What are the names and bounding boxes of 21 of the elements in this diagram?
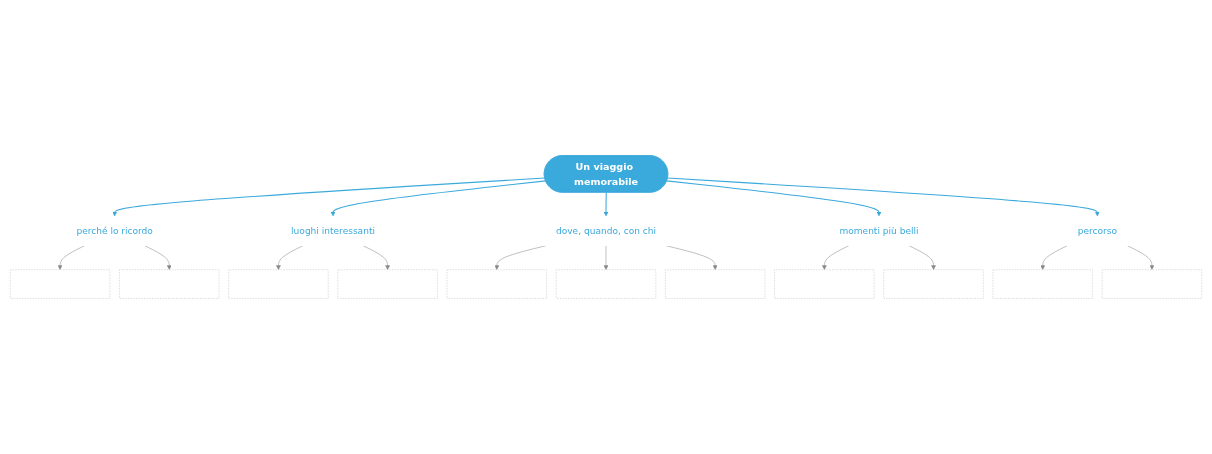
arrow (603, 192, 609, 217)
arrow (330, 180, 547, 217)
arrow (666, 180, 882, 217)
node-line (119, 269, 220, 299)
node-line (774, 269, 875, 299)
node-text: luoghi interessanti (291, 225, 375, 236)
node-line (992, 269, 1093, 299)
node-line (883, 269, 984, 299)
node-line (337, 269, 438, 299)
node-line (665, 269, 766, 299)
node-text: momenti più belli (839, 225, 919, 236)
node-line (10, 269, 111, 299)
arrow (667, 177, 1100, 217)
node-line (555, 269, 657, 299)
node-line (228, 269, 329, 299)
node-text: dove, quando, con chi (555, 225, 657, 236)
node-line (446, 269, 547, 299)
node-text: perché lo ricordo (76, 225, 153, 236)
node-line (1101, 269, 1202, 299)
arrow (112, 177, 546, 217)
node-text: percorso (1077, 225, 1117, 236)
